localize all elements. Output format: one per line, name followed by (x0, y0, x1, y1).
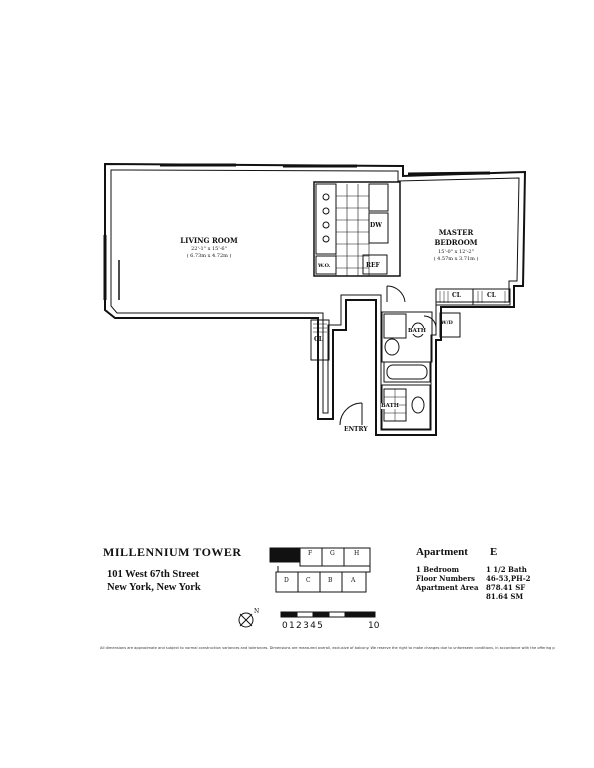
apartment-row-value: 81.64 SM (486, 592, 524, 601)
dishwasher-label: DW (370, 222, 382, 229)
building-street: 101 West 67th Street (107, 569, 200, 580)
bath-label: BATH (408, 328, 426, 334)
compass-icon (238, 612, 254, 628)
closet-label: CL (487, 292, 496, 299)
master-bedroom-label-1: MASTER (438, 228, 474, 237)
door-swings (339, 285, 437, 426)
closet-label: CL (314, 336, 323, 343)
closet-label: CL (452, 292, 461, 299)
apartment-row-value: 1 1/2 Bath (486, 565, 527, 574)
building-city: New York, New York (107, 582, 201, 593)
entry-closet (310, 319, 330, 361)
scale-end-label: 10 (368, 621, 380, 631)
apartment-row-value: 46-53,PH-2 (486, 574, 531, 583)
wall-oven-label: W.O. (318, 263, 331, 269)
refrigerator-label: REF (366, 262, 380, 269)
inner-wall (110, 169, 520, 431)
scale-bar (280, 611, 376, 618)
living-room-metric: ( 6.73m x 4.72m ) (186, 253, 232, 259)
living-room-dims: 22'-1" x 15'-6" (191, 246, 227, 252)
living-room-label: LIVING ROOM (180, 236, 238, 245)
north-label: N (254, 608, 260, 615)
apartment-row-label: Apartment Area (416, 583, 479, 592)
keyplan-unit: C (306, 577, 311, 584)
apartment-title: Apartment (416, 546, 468, 558)
keyplan-unit: A (351, 577, 356, 584)
apartment-letter: E (490, 546, 498, 558)
keyplan-unit: D (284, 577, 289, 584)
outer-wall (104, 162, 527, 436)
bath-label: BATH (381, 403, 399, 409)
keyplan-unit: B (328, 577, 333, 584)
master-bedroom-dims: 15'-0" x 12'-2" (438, 249, 474, 255)
building-name: MILLENNIUM TOWER (103, 545, 242, 559)
entry-label: ENTRY (344, 426, 368, 433)
master-bedroom-metric: ( 4.57m x 3.71m ) (433, 256, 479, 262)
windows (103, 163, 491, 300)
disclaimer: All dimensions are approximate and subje… (100, 646, 555, 650)
scale-labels: 012345 (282, 621, 325, 631)
keyplan-unit: F (308, 550, 313, 557)
washer-dryer-label: W/D (441, 320, 453, 326)
apartment-row-label: Floor Numbers (416, 574, 475, 583)
keyplan-unit: H (354, 550, 360, 557)
master-bedroom-label-2: BEDROOM (434, 238, 478, 247)
apartment-row-value: 878.41 SF (486, 583, 526, 592)
kitchen (313, 181, 401, 277)
key-plan (269, 547, 371, 593)
bedroom-closets (435, 288, 511, 306)
keyplan-unit: G (330, 550, 335, 557)
apartment-row-label: 1 Bedroom (416, 565, 460, 574)
